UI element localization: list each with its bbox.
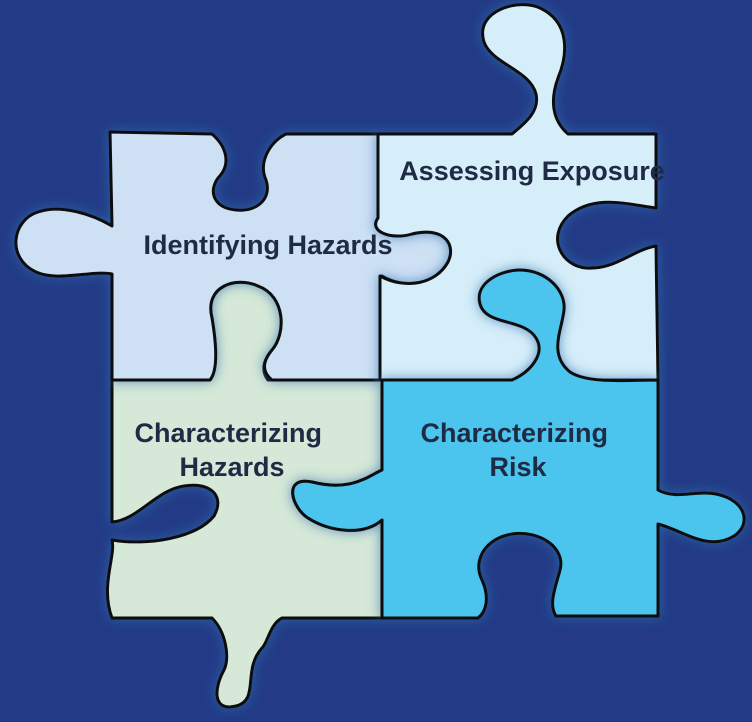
label-assessing-exposure-line-1: Assessing Exposure [399,156,665,186]
piece-characterizing-risk-shape [291,268,746,620]
label-characterizing-hazards-line-2: Hazards [179,452,284,482]
label-characterizing-hazards: Characterizing Hazards [134,418,329,482]
piece-assessing-exposure [374,3,660,382]
label-characterizing-risk-line-2: Risk [489,452,547,482]
piece-identifying-hazards [14,130,453,382]
piece-characterizing-risk [291,268,746,620]
label-identifying-hazards-line-1: Identifying Hazards [143,230,392,260]
label-characterizing-hazards-line-1: Characterizing [134,418,322,448]
label-identifying-hazards: Identifying Hazards [143,230,392,260]
label-assessing-exposure: Assessing Exposure [399,156,665,186]
piece-assessing-exposure-shape [374,3,660,382]
label-characterizing-risk: Characterizing Risk [420,418,615,482]
piece-identifying-hazards-shape [14,130,453,382]
label-characterizing-risk-line-1: Characterizing [420,418,608,448]
